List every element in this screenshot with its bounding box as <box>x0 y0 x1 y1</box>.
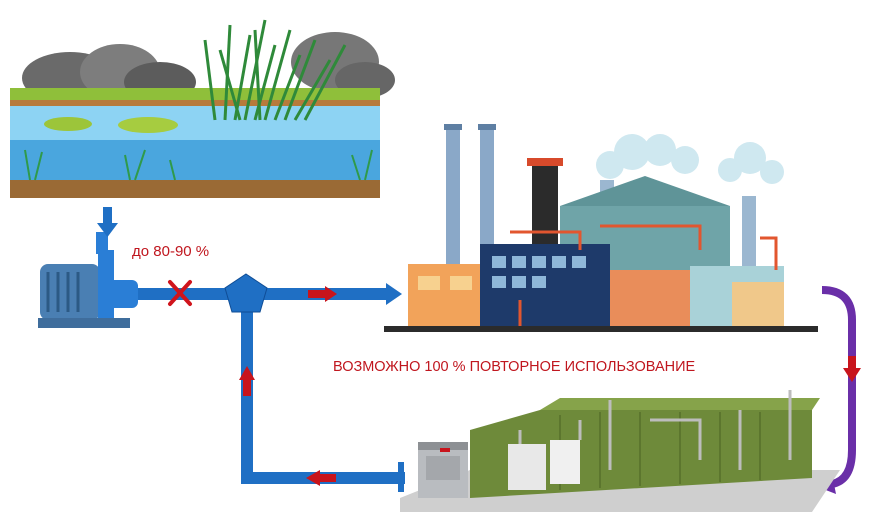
pipe-network <box>138 283 405 492</box>
return-arrow <box>818 286 861 494</box>
reuse-caption: ВОЗМОЖНО 100 % ПОВТОРНОЕ ИСПОЛЬЗОВАНИЕ <box>333 359 696 375</box>
treatment-container-illustration <box>400 390 840 512</box>
intake-arrow <box>97 207 118 237</box>
flow-arrows <box>239 286 337 486</box>
factory-illustration <box>384 124 818 332</box>
cross-icon <box>168 280 192 306</box>
pump-icon <box>38 232 138 328</box>
pentagon-valve-icon <box>224 273 268 313</box>
pond-illustration <box>10 19 395 198</box>
intake-percentage-label: до 80-90 % <box>132 243 210 260</box>
